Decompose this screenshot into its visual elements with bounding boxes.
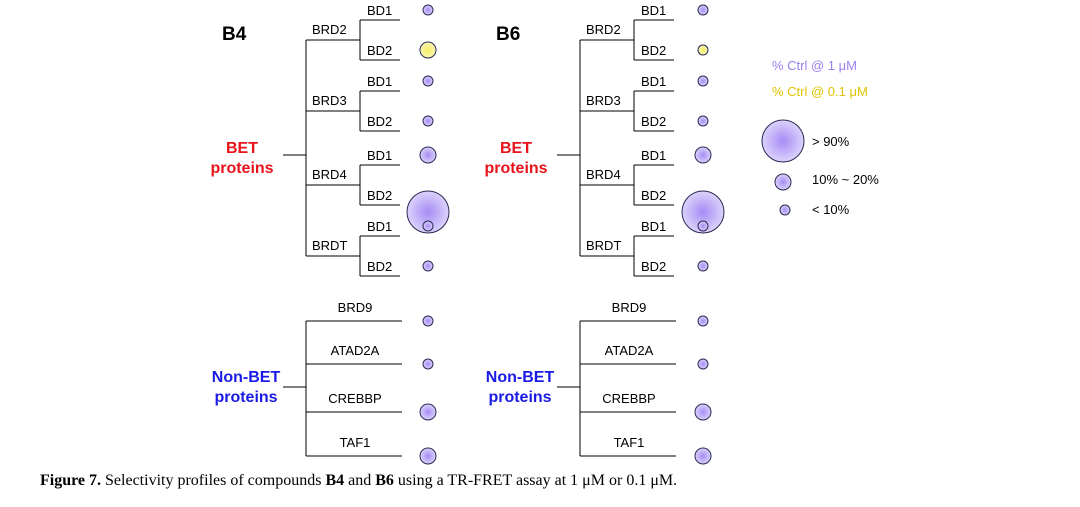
bet-label-line2: proteins bbox=[210, 160, 273, 177]
result-circle-brd9 bbox=[422, 315, 434, 327]
nonbet-label-taf1: TAF1 bbox=[340, 435, 371, 450]
panel-b4: B4BETproteinsBRD2BD1BD2BRD3BD1BD2BRD4BD1… bbox=[210, 3, 450, 465]
result-circle-brd9 bbox=[697, 315, 709, 327]
family-label-brdt: BRDT bbox=[586, 238, 621, 253]
nonbet-label-crebbp: CREBBP bbox=[328, 391, 381, 406]
nonbet-label-line2: proteins bbox=[214, 389, 277, 406]
family-label-brd2: BRD2 bbox=[586, 22, 621, 37]
result-circle-atad2a bbox=[422, 358, 434, 370]
family-label-brd3: BRD3 bbox=[312, 93, 347, 108]
result-circle-atad2a bbox=[697, 358, 709, 370]
caption-figure-label: Figure 7. bbox=[40, 472, 102, 489]
nonbet-label-line1: Non-BET bbox=[212, 369, 281, 386]
result-circle-brdt-bd2 bbox=[697, 260, 709, 272]
result-circle-brd3-bd2 bbox=[697, 115, 709, 127]
domain-label-bd2: BD2 bbox=[641, 114, 666, 129]
result-circle-taf1 bbox=[419, 447, 437, 465]
result-circle-brd4-bd1 bbox=[694, 146, 712, 164]
bet-label-line1: BET bbox=[500, 140, 532, 157]
nonbet-label-line1: Non-BET bbox=[486, 369, 555, 386]
result-circle-brd3-bd1 bbox=[422, 75, 434, 87]
result-circle-brd4-bd1 bbox=[419, 146, 437, 164]
domain-label-bd1: BD1 bbox=[367, 3, 392, 18]
nonbet-label-atad2a: ATAD2A bbox=[331, 343, 380, 358]
nonbet-label-crebbp: CREBBP bbox=[602, 391, 655, 406]
domain-label-bd1: BD1 bbox=[367, 219, 392, 234]
caption-text-3: using a TR-FRET assay at 1 μM or 0.1 μM. bbox=[393, 472, 678, 489]
legend-size-small: < 10% bbox=[812, 202, 850, 217]
family-label-brd4: BRD4 bbox=[312, 167, 347, 182]
result-circle-brd2-bd2 bbox=[697, 44, 709, 56]
nonbet-label-brd9: BRD9 bbox=[612, 300, 647, 315]
family-label-brd4: BRD4 bbox=[586, 167, 621, 182]
legend-series-1: % Ctrl @ 1 μM bbox=[772, 58, 857, 73]
result-circle-brd4-bd2 bbox=[681, 190, 725, 234]
domain-label-bd1: BD1 bbox=[641, 3, 666, 18]
caption-text-1: Selectivity profiles of compounds bbox=[101, 472, 326, 489]
caption-compound-1: B4 bbox=[325, 472, 345, 489]
result-circle-brd2-bd2 bbox=[419, 41, 437, 59]
legend-series-2: % Ctrl @ 0.1 μM bbox=[772, 84, 868, 99]
caption-compound-2: B6 bbox=[375, 472, 394, 489]
panel-b6: B6BETproteinsBRD2BD1BD2BRD3BD1BD2BRD4BD1… bbox=[484, 3, 725, 465]
domain-label-bd2: BD2 bbox=[641, 43, 666, 58]
result-circle-brdt-bd2 bbox=[422, 260, 434, 272]
result-circle-brd3-bd1 bbox=[697, 75, 709, 87]
domain-label-bd2: BD2 bbox=[641, 188, 666, 203]
legend-circle-small bbox=[779, 204, 791, 216]
family-label-brd3: BRD3 bbox=[586, 93, 621, 108]
result-circle-brd2-bd1 bbox=[422, 4, 434, 16]
domain-label-bd1: BD1 bbox=[641, 148, 666, 163]
domain-label-bd1: BD1 bbox=[367, 74, 392, 89]
legend-circle-large bbox=[761, 119, 805, 163]
legend-size-large: > 90% bbox=[812, 134, 850, 149]
bet-label-line1: BET bbox=[226, 140, 258, 157]
domain-label-bd1: BD1 bbox=[641, 219, 666, 234]
domain-label-bd2: BD2 bbox=[367, 114, 392, 129]
legend-size-medium: 10% ~ 20% bbox=[812, 172, 879, 187]
caption-text-2: and bbox=[344, 472, 376, 489]
domain-label-bd1: BD1 bbox=[367, 148, 392, 163]
result-circle-crebbp bbox=[694, 403, 712, 421]
nonbet-label-taf1: TAF1 bbox=[614, 435, 645, 450]
domain-label-bd2: BD2 bbox=[367, 188, 392, 203]
result-circle-brdt-bd1 bbox=[422, 220, 434, 232]
legend: % Ctrl @ 1 μM % Ctrl @ 0.1 μM > 90% 10% … bbox=[761, 58, 879, 217]
result-circle-brd2-bd1 bbox=[697, 4, 709, 16]
domain-label-bd2: BD2 bbox=[367, 259, 392, 274]
result-circle-brdt-bd1 bbox=[697, 220, 709, 232]
family-label-brd2: BRD2 bbox=[312, 22, 347, 37]
result-circle-brd4-bd2 bbox=[406, 190, 450, 234]
panel-title: B4 bbox=[222, 24, 247, 45]
result-circle-brd3-bd2 bbox=[422, 115, 434, 127]
domain-label-bd2: BD2 bbox=[641, 259, 666, 274]
bet-label-line2: proteins bbox=[484, 160, 547, 177]
nonbet-label-brd9: BRD9 bbox=[338, 300, 373, 315]
domain-label-bd2: BD2 bbox=[367, 43, 392, 58]
figure-caption: Figure 7. Selectivity profiles of compou… bbox=[40, 472, 1060, 490]
result-circle-taf1 bbox=[694, 447, 712, 465]
result-circle-crebbp bbox=[419, 403, 437, 421]
nonbet-label-line2: proteins bbox=[488, 389, 551, 406]
selectivity-figure: B4BETproteinsBRD2BD1BD2BRD3BD1BD2BRD4BD1… bbox=[210, 3, 879, 465]
legend-circle-medium bbox=[774, 173, 792, 191]
nonbet-label-atad2a: ATAD2A bbox=[605, 343, 654, 358]
family-label-brdt: BRDT bbox=[312, 238, 347, 253]
domain-label-bd1: BD1 bbox=[641, 74, 666, 89]
panel-title: B6 bbox=[496, 24, 520, 45]
